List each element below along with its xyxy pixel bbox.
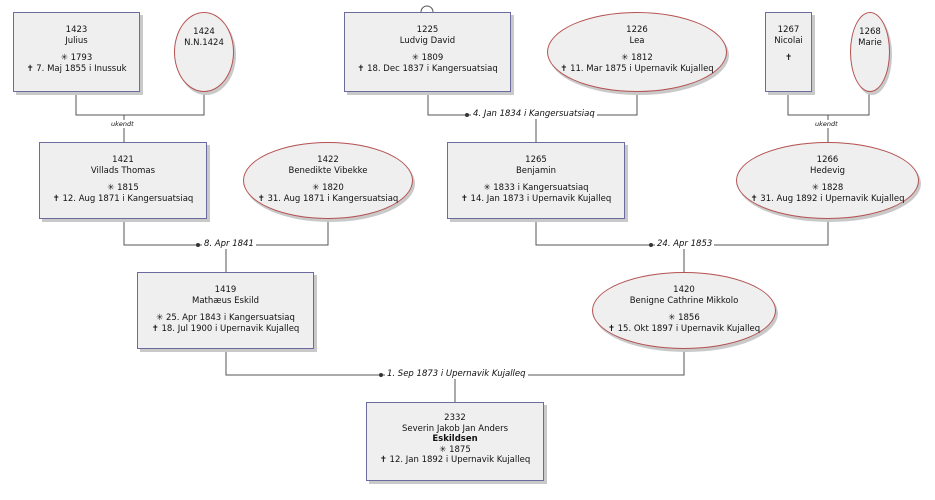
person-name: Lea: [629, 35, 645, 46]
person-name: Severin Jakob Jan Anders: [401, 423, 509, 434]
marriage-dot: [379, 373, 383, 377]
death-info: ✝ 15. Okt 1897 i Upernavik Kujalleq: [607, 323, 761, 334]
person-1422[interactable]: 1422 Benedikte Vibekke ✳ 1820 ✝ 31. Aug …: [243, 142, 413, 219]
death-info: ✝ 31. Aug 1871 i Kangersuatsiaq: [257, 193, 399, 204]
marriage-label: ukendt: [813, 120, 840, 128]
person-id: 1423: [65, 25, 88, 35]
person-name: Benjamin: [515, 165, 557, 176]
person-name: Villads Thomas: [90, 165, 156, 176]
person-1419[interactable]: 1419 Mathæus Eskild ✳ 25. Apr 1843 i Kan…: [137, 272, 314, 349]
marriage-label: 8. Apr 1841: [202, 239, 256, 249]
birth-info: ✳ 1820: [312, 183, 344, 193]
death-info: ✝ 11. Mar 1875 i Upernavik Kujalleq: [560, 63, 714, 74]
birth-info: ✳ 1875: [439, 444, 471, 455]
marriage-label: 24. Apr 1853: [655, 239, 715, 249]
person-name: N.N.1424: [184, 37, 224, 48]
death-info: ✝ 18. Jul 1900 i Upernavik Kujalleq: [151, 323, 300, 334]
birth-info: ✳ 1812: [621, 53, 653, 63]
person-1225[interactable]: 1225 Ludvig David ✳ 1809 ✝ 18. Dec 1837 …: [344, 12, 511, 92]
marriage-label: 4. Jan 1834 i Kangersuatsiaq: [471, 109, 597, 119]
person-2332[interactable]: 2332 Severin Jakob Jan Anders Eskildsen …: [366, 402, 544, 481]
person-id: 1265: [525, 155, 547, 165]
death-info: ✝ 12. Jan 1892 i Upernavik Kujalleq: [379, 455, 531, 465]
birth-info: ✳ 1833 i Kangersuatsiaq: [483, 183, 589, 193]
person-id: 1421: [112, 155, 134, 165]
person-1420[interactable]: 1420 Benigne Cathrine Mikkolo ✳ 1856 ✝ 1…: [592, 272, 776, 349]
person-name: Hedevig: [809, 165, 846, 176]
person-1421[interactable]: 1421 Villads Thomas ✳ 1815 ✝ 12. Aug 187…: [39, 142, 207, 219]
person-id: 1268: [859, 27, 881, 37]
person-1423[interactable]: 1423 Julius ✳ 1793 ✝ 7. Maj 1855 i Inuss…: [13, 12, 140, 92]
marriage-label: ukendt: [109, 120, 136, 128]
person-name: Marie: [858, 37, 882, 48]
person-1265[interactable]: 1265 Benjamin ✳ 1833 i Kangersuatsiaq ✝ …: [447, 142, 625, 219]
person-1266[interactable]: 1266 Hedevig ✳ 1828 ✝ 31. Aug 1892 i Upe…: [736, 142, 919, 219]
person-1267[interactable]: 1267 Nicolai ✝: [765, 12, 812, 92]
person-1268[interactable]: 1268 Marie: [850, 12, 890, 92]
marriage-label: 1. Sep 1873 i Upernavik Kujalleq: [385, 369, 528, 379]
death-info: ✝ 12. Aug 1871 i Kangersuatsiaq: [52, 193, 194, 204]
birth-info: ✳ 1809: [411, 53, 444, 63]
birth-info: ✳ 25. Apr 1843 i Kangersuatsiaq: [156, 313, 295, 323]
birth-info: ✳ 1828: [811, 183, 844, 193]
person-name: Benigne Cathrine Mikkolo: [629, 295, 739, 306]
birth-info: ✳ 1815: [107, 183, 139, 193]
marriage-dot: [649, 243, 653, 247]
death-info: ✝ 14. Jan 1873 i Upernavik Kujalleq: [460, 193, 612, 204]
person-id: 1420: [673, 285, 695, 295]
person-id: 1424: [193, 27, 215, 37]
person-1226[interactable]: 1226 Lea ✳ 1812 ✝ 11. Mar 1875 i Upernav…: [547, 12, 727, 92]
death-info: ✝ 7. Maj 1855 i Inussuk: [26, 63, 127, 74]
person-name: Ludvig David: [399, 35, 456, 46]
person-name: Mathæus Eskild: [192, 295, 259, 306]
death-info: ✝: [784, 53, 793, 63]
death-info: ✝ 18. Dec 1837 i Kangersuatsiaq: [357, 63, 498, 74]
person-name: Julius: [65, 35, 88, 46]
birth-info: ✳ 1793: [60, 53, 93, 63]
birth-info: ✳ 1856: [668, 313, 700, 323]
person-id: 1419: [214, 285, 237, 295]
person-1424[interactable]: 1424 N.N.1424: [174, 12, 234, 92]
person-surname: Eskildsen: [432, 434, 478, 444]
person-id: 1267: [777, 25, 800, 35]
person-name: Benedikte Vibekke: [288, 165, 368, 176]
person-id: 1225: [416, 25, 439, 35]
person-id: 1422: [317, 155, 339, 165]
marriage-dot: [465, 113, 469, 117]
person-name: Nicolai: [774, 35, 803, 46]
person-id: 1266: [816, 155, 839, 165]
marriage-dot: [196, 243, 200, 247]
death-info: ✝ 31. Aug 1892 i Upernavik Kujalleq: [750, 193, 905, 204]
person-id: 1226: [626, 25, 648, 35]
person-id: 2332: [444, 413, 466, 423]
